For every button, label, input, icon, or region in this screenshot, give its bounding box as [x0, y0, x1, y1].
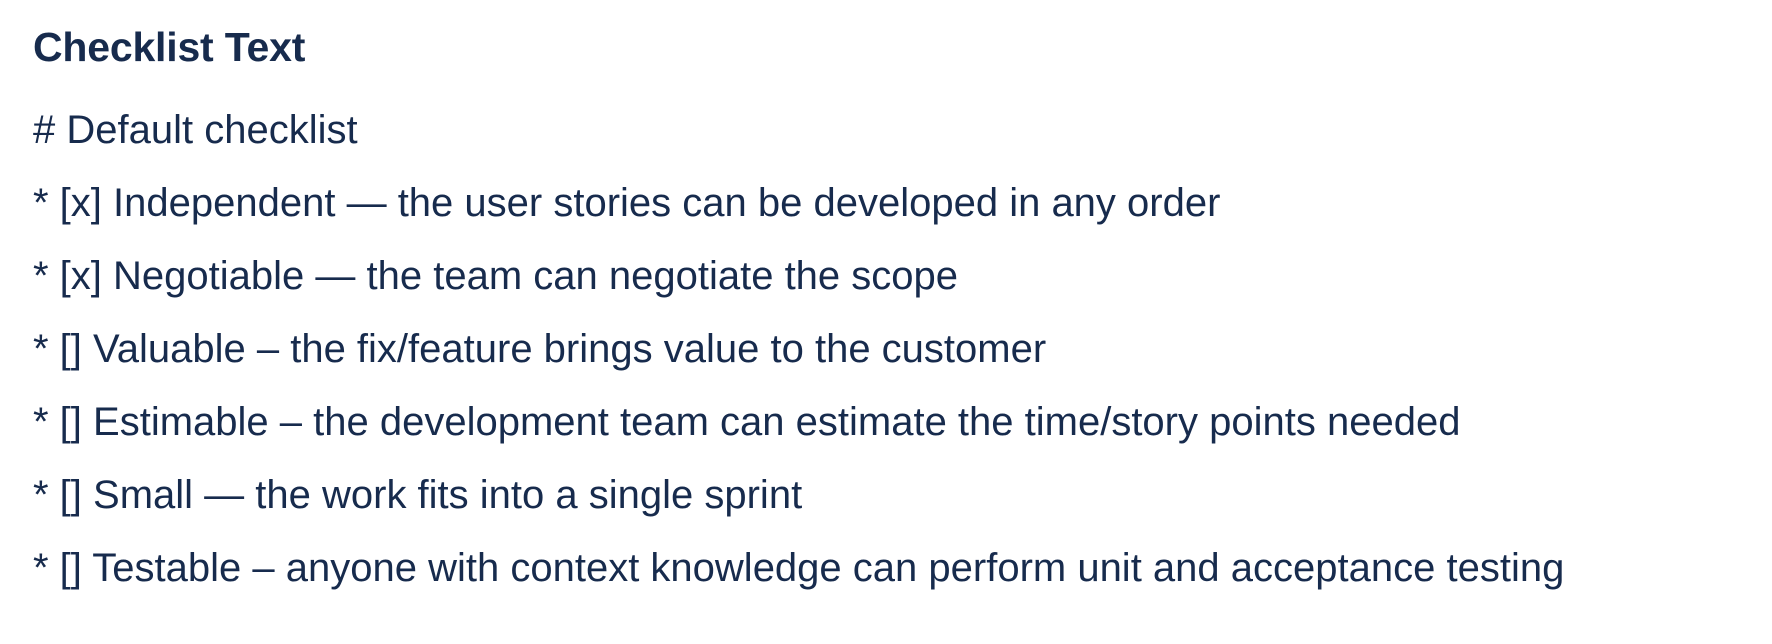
checklist-line-negotiable: * [x] Negotiable — the team can negotiat… — [33, 254, 959, 298]
field-label: Checklist Text — [33, 24, 306, 70]
checklist-line-small: * [] Small — the work fits into a single… — [33, 473, 803, 517]
checklist-line-testable: * [] Testable – anyone with context know… — [33, 546, 1565, 590]
checklist-line-valuable: * [] Valuable – the fix/feature brings v… — [33, 327, 1047, 371]
checklist-text-value[interactable]: # Default checklist * [x] Independent — … — [33, 94, 1732, 605]
checklist-text-field: Checklist Text # Default checklist * [x]… — [33, 24, 1732, 605]
checklist-line-estimable: * [] Estimable – the development team ca… — [33, 400, 1461, 444]
checklist-markdown-heading: # Default checklist — [33, 108, 358, 152]
checklist-line-independent: * [x] Independent — the user stories can… — [33, 181, 1221, 225]
